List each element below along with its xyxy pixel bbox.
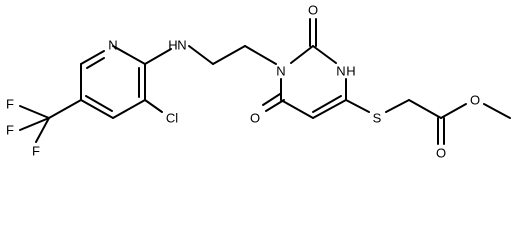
atom-label-o-bottom: O (250, 111, 260, 126)
bond (483, 103, 511, 119)
bond (112, 45, 146, 65)
atom-label-f2: F (6, 123, 14, 138)
bond (86, 57, 105, 69)
bonds (19, 18, 511, 145)
bond (345, 99, 370, 113)
bond (80, 99, 114, 119)
atom-label-pyridine-n: N (108, 38, 117, 53)
bond (19, 117, 50, 131)
bond (144, 99, 163, 113)
bond (85, 95, 113, 112)
bond (144, 48, 172, 65)
atom-label-amine-h: H (168, 38, 177, 53)
bond (48, 99, 82, 119)
atom-label-o-ester-carbonyl: O (436, 146, 446, 161)
bond (312, 95, 342, 113)
bond (80, 50, 105, 65)
bond (280, 99, 314, 119)
atom-label-cl: Cl (166, 111, 178, 126)
atom-labels: N H N N N H O O S O O Cl F F F (6, 3, 480, 161)
bond (290, 45, 314, 64)
structure-diagram: N H N N N H O O S O O Cl F F F (6, 3, 511, 161)
bond (440, 103, 467, 119)
bond (312, 99, 347, 119)
atom-label-amine-n: N (177, 38, 186, 53)
bond (408, 99, 442, 119)
bond (385, 99, 410, 113)
bond (19, 105, 50, 119)
atom-label-ring-nh-n: N (336, 64, 345, 79)
bond (188, 45, 214, 65)
atom-label-o-top: O (308, 3, 318, 18)
atom-label-f1: F (6, 97, 14, 112)
atom-label-s: S (373, 111, 382, 126)
bond (312, 45, 337, 64)
bond (265, 99, 285, 112)
bond (262, 93, 281, 106)
bond (35, 117, 50, 143)
bond (112, 99, 146, 119)
atom-label-o-ester: O (470, 93, 480, 108)
molecule-canvas: N H N N N H O O S O O Cl F F F (6, 2, 511, 161)
atom-label-f3: F (32, 144, 40, 159)
atom-label-ring-nh-h: H (346, 64, 355, 79)
bond (212, 45, 246, 65)
atom-label-ring-n1: N (276, 64, 285, 79)
bond (244, 45, 277, 65)
